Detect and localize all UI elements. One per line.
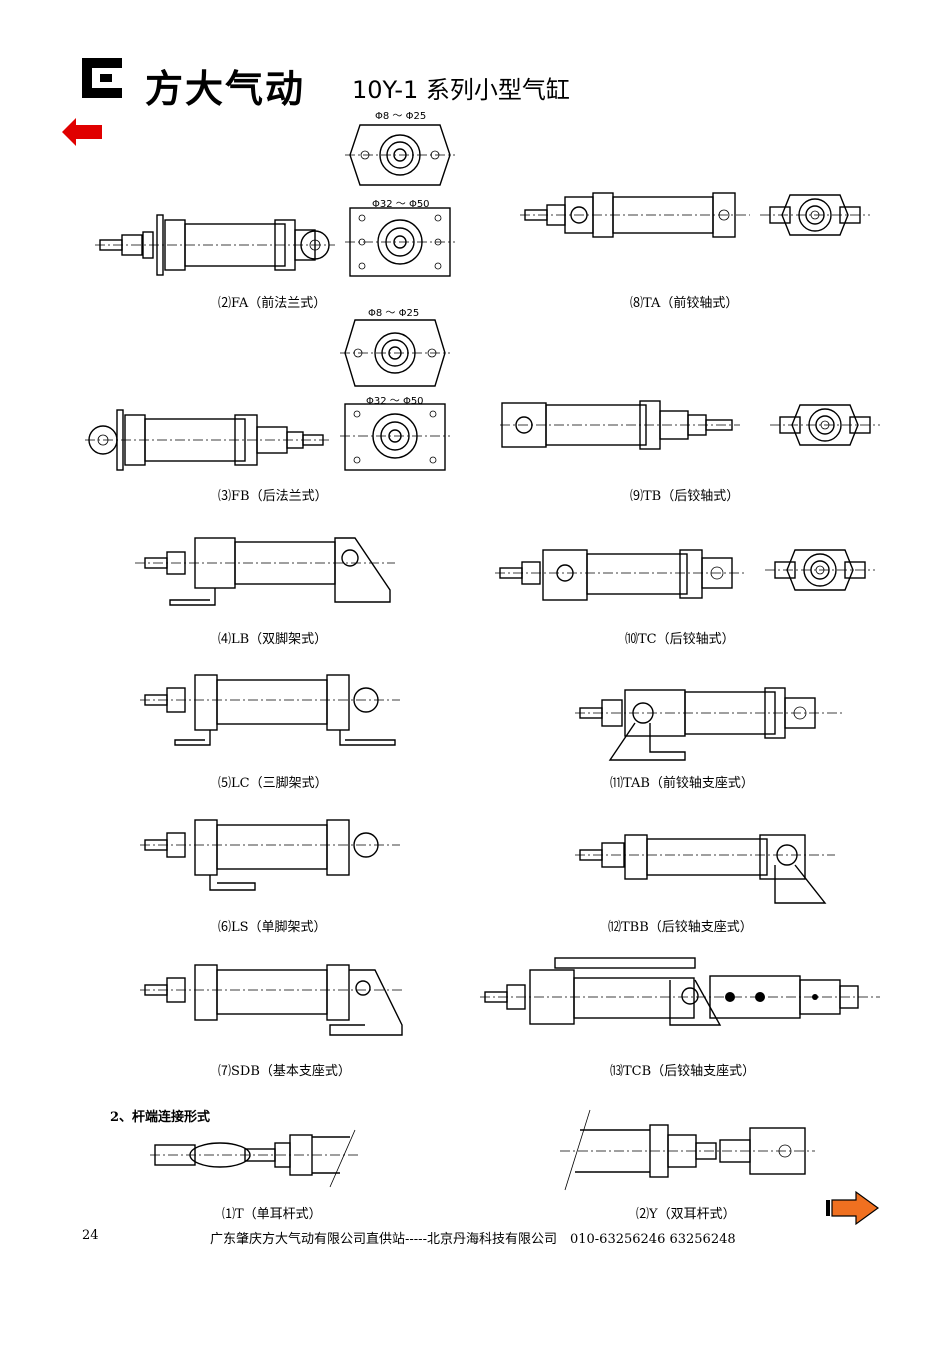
- caption-y: ⑵Y（双耳杆式）: [636, 1207, 736, 1222]
- caption-sdb: ⑺SDB（基本支座式）: [218, 1064, 351, 1079]
- caption-lc: ⑸LC（三脚架式）: [218, 776, 328, 791]
- flange-end-view-drawing: [340, 319, 450, 471]
- caption-ta: ⑻TA（前铰轴式）: [630, 296, 739, 311]
- caption-tab: ⑾TAB（前铰轴支座式）: [610, 776, 754, 791]
- cylinder-tab-drawing: [575, 687, 845, 761]
- brand-logo: [82, 58, 122, 98]
- dim-label: Φ8 ～ Φ25: [375, 111, 427, 122]
- cylinder-tc-drawing: [495, 549, 745, 601]
- cylinder-ta-drawing: [520, 192, 750, 238]
- page-number: 24: [82, 1228, 99, 1243]
- cylinder-fb-drawing: [85, 409, 330, 471]
- caption-fa: ⑵FA（前法兰式）: [218, 296, 327, 311]
- caption-lb: ⑷LB（双脚架式）: [218, 632, 328, 647]
- dim-label: Φ32 ～ Φ50: [366, 396, 424, 407]
- caption-tc: ⑽TC（后铰轴式）: [625, 632, 735, 647]
- cylinder-sdb-drawing: [140, 964, 405, 1036]
- cylinder-lc-drawing: [140, 674, 400, 746]
- cylinder-tcb-drawing: [480, 957, 880, 1026]
- end-view-drawing: [765, 549, 875, 591]
- cylinder-tbb-drawing: [575, 834, 835, 904]
- caption-tb: ⑼TB（后铰轴式）: [630, 489, 740, 504]
- page-title: 10Y-1 系列小型气缸: [352, 76, 570, 104]
- cylinder-ls-drawing: [140, 819, 400, 891]
- section-heading: 2、杆端连接形式: [110, 1110, 211, 1125]
- rod-end-y-drawing: [560, 1109, 815, 1191]
- cylinder-lb-drawing: [135, 537, 395, 606]
- caption-tbb: ⑿TBB（后铰轴支座式）: [608, 920, 753, 935]
- end-view-drawing: [770, 404, 880, 446]
- cylinder-tb-drawing: [500, 400, 740, 450]
- footer-contact: 广东肇庆方大气动有限公司直供站-----北京丹海科技有限公司 010-63256…: [210, 1232, 736, 1247]
- end-view-drawing: [760, 194, 870, 236]
- flange-end-view-drawing: [345, 124, 455, 277]
- rod-end-t-drawing: [150, 1129, 360, 1188]
- dim-label: Φ8 ～ Φ25: [368, 308, 420, 319]
- brand-name: 方大气动: [145, 67, 306, 111]
- caption-t: ⑴T（单耳杆式）: [222, 1207, 322, 1222]
- caption-fb: ⑶FB（后法兰式）: [218, 489, 328, 504]
- left-arrow-icon[interactable]: [62, 118, 104, 146]
- cylinder-fa-drawing: [95, 214, 335, 276]
- dim-label: Φ32 ～ Φ50: [372, 199, 430, 210]
- caption-ls: ⑹LS（单脚架式）: [218, 920, 327, 935]
- right-arrow-icon[interactable]: [826, 1190, 880, 1226]
- caption-tcb: ⒀TCB（后铰轴支座式）: [610, 1064, 756, 1079]
